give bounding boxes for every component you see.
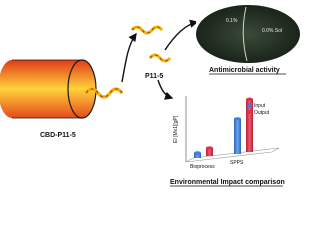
bar-input-bioprocess [194,152,201,158]
bar-top-output-spps [246,97,253,101]
env-impact-label: Environmental Impact comparison [170,179,285,186]
p11-5-label: P11-5 [145,73,163,80]
legend-swatch-output [248,110,252,114]
bar-top-output-bioprocess [206,146,213,150]
plate-text-right: 0.0% Sol [262,28,282,34]
x-tick-spps: SPPS [230,160,244,166]
antimicrobial-plate: 0.1% 0.0% Sol [196,5,300,63]
bar-top-input-bioprocess [194,151,201,155]
arrow-to-plate [164,19,199,51]
legend-label-output: Output [254,110,270,116]
bar-output-spps [246,99,253,152]
bar-input-spps [234,118,241,154]
peptide-helix-top [130,25,164,35]
graphical-abstract: CBD-P11-5 P11-5 0.1% 0.0% Sol Antimicrob… [0,5,300,187]
legend-label-input: Input [254,103,266,109]
antimicrobial-label: Antimicrobial activity [209,67,280,74]
bar-top-input-spps [234,117,241,121]
arrow-to-helix [121,32,137,83]
plate-text-left: 0.1% [226,18,238,24]
cbd-label: CBD-P11-5 [40,132,76,139]
y-axis-label: EI [Mx1][gP] [173,115,179,143]
arrow-to-chart [157,79,174,100]
x-tick-bioprocess: Bioprocess [190,164,215,170]
legend-swatch-input [248,103,252,107]
peptide-helix-released [148,53,172,63]
cbd-cylinder [0,59,97,119]
bar-output-bioprocess [206,147,213,156]
peptide-helix-main [84,87,124,99]
